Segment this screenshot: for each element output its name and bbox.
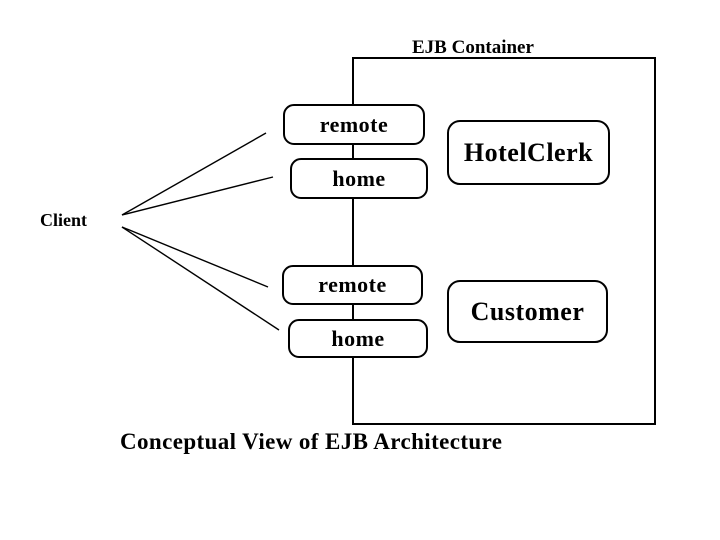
- interface-label: home: [331, 325, 385, 351]
- bean-label: HotelClerk: [463, 137, 594, 167]
- connector-client-to-customer-home: [121, 226, 280, 331]
- interface-label: remote: [319, 111, 389, 137]
- interface-label: remote: [318, 272, 387, 297]
- figure-caption: Conceptual View of EJB Architecture: [120, 429, 503, 454]
- ejb-container-title: EJB Container: [412, 37, 534, 58]
- connector-client-to-hotelclerk-home: [121, 176, 274, 216]
- interface-box-customer-home[interactable]: home: [288, 319, 428, 358]
- interface-label: home: [332, 165, 386, 191]
- interface-box-hotelclerk-remote[interactable]: remote: [283, 104, 425, 145]
- bean-box-hotelclerk[interactable]: HotelClerk: [447, 120, 610, 185]
- interface-box-customer-remote[interactable]: remote: [282, 265, 423, 305]
- connector-client-to-hotelclerk-remote: [121, 132, 267, 216]
- bean-box-customer[interactable]: Customer: [447, 280, 608, 343]
- connector-client-to-customer-remote: [121, 226, 269, 288]
- bean-label: Customer: [470, 296, 585, 326]
- interface-box-hotelclerk-home[interactable]: home: [290, 158, 428, 199]
- ejb-container-outline: [352, 57, 656, 425]
- client-label: Client: [40, 210, 87, 230]
